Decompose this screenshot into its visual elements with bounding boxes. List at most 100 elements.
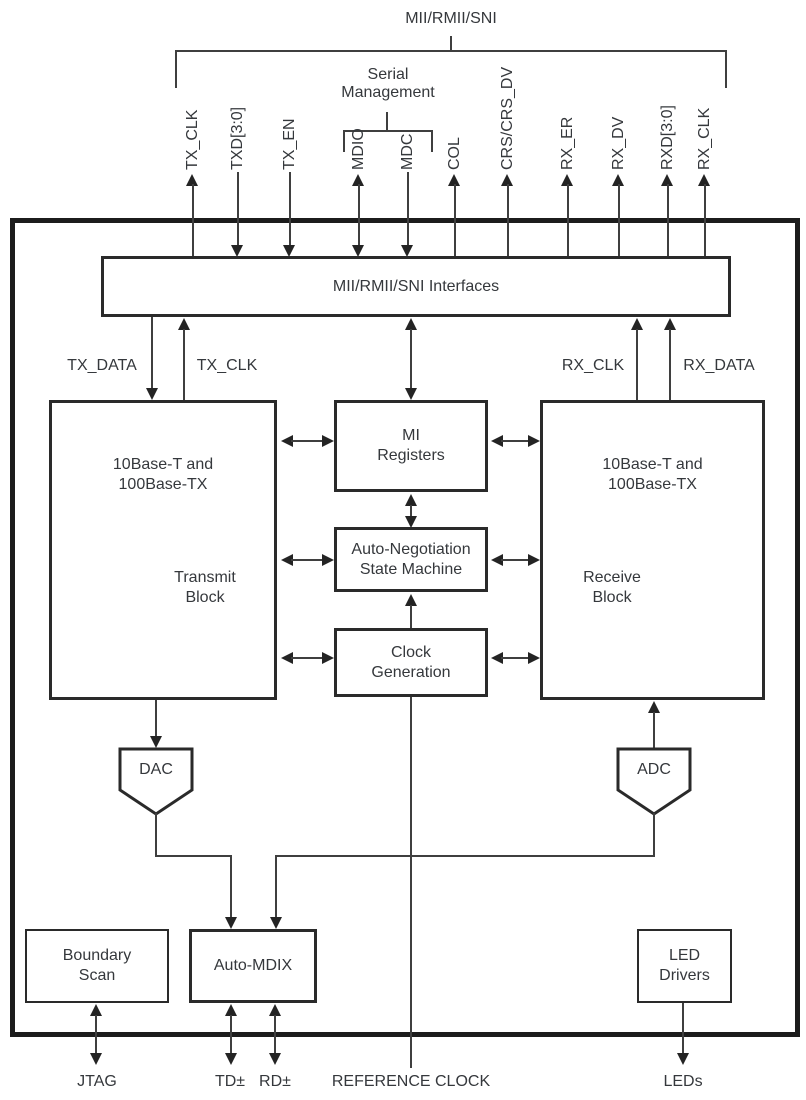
crs-pin-line (507, 184, 509, 256)
dac-shape (118, 747, 194, 816)
mi-rx-line (501, 440, 529, 442)
serial-bracket-left-drop (343, 130, 345, 152)
led-drivers-box: LED Drivers (637, 929, 732, 1003)
clockgen-autoneg-arrow-up-icon (405, 594, 417, 606)
tx-clockgen-arrow-right-icon (322, 652, 334, 664)
auto-mdix-label: Auto-MDIX (213, 957, 293, 974)
rx-data-bus-arrow-up-icon (664, 318, 676, 330)
serial-management-line1: Serial (367, 66, 409, 83)
adc-receive-line (653, 712, 655, 748)
clock-gen-box: Clock Generation (334, 628, 488, 697)
mdc-arrow-down-icon (401, 245, 413, 257)
transmit-block: 10Base-T and 100Base-TX Transmit Block (49, 400, 277, 700)
receive-standards-line2: 100Base-TX (608, 476, 697, 493)
receive-name-line1: Receive (583, 569, 641, 586)
jtag-arrow-up-icon (90, 1004, 102, 1016)
td-arrow-down-icon (225, 1053, 237, 1065)
mi-autoneg-arrow-down-icon (405, 516, 417, 528)
clockgen-rx-arrow-right-icon (528, 652, 540, 664)
receive-block: 10Base-T and 100Base-TX Receive Block (540, 400, 765, 700)
jtag-port-label: JTAG (77, 1073, 117, 1090)
transmit-standards-line1: 10Base-T and (112, 456, 214, 473)
adc-out-vline2 (275, 855, 277, 917)
mi-interfaces-arrow-down-icon (405, 388, 417, 400)
autoneg-rx-arrow-left-icon (491, 554, 503, 566)
transmit-name-line1: Transmit (174, 569, 236, 586)
tx-clk-pin-line (192, 184, 194, 256)
receive-block-name: Receive Block (552, 568, 672, 608)
serial-management-label: Serial Management (308, 66, 468, 102)
tx-en-pin-line (289, 172, 291, 246)
txd-arrow-down-icon (231, 245, 243, 257)
tx-clk-bus-label: TX_CLK (196, 357, 258, 374)
rxd-arrow-up-icon (661, 174, 673, 186)
clockgen-rx-arrow-left-icon (491, 652, 503, 664)
mii-bracket (175, 50, 727, 52)
receive-name-line2: Block (592, 589, 632, 606)
tx-clockgen-arrow-left-icon (281, 652, 293, 664)
rxd-pin-label: RXD[3:0] (659, 105, 676, 170)
mdc-pin-line (407, 172, 409, 246)
rxd-pin-line (667, 184, 669, 256)
jtag-line (95, 1015, 97, 1054)
clockgen-autoneg-line (410, 605, 412, 628)
serial-management-line2: Management (341, 84, 435, 101)
interfaces-box-label: MII/RMII/SNI Interfaces (332, 277, 500, 295)
reference-clock-line (410, 697, 412, 1068)
transmit-block-name: Transmit Block (145, 568, 265, 608)
adc-out-vline1 (653, 813, 655, 856)
auto-mdix-box: Auto-MDIX (189, 929, 317, 1003)
diagram-title: MII/RMII/SNI (405, 10, 497, 27)
tx-en-arrow-down-icon (283, 245, 295, 257)
tx-mi-arrow-right-icon (322, 435, 334, 447)
adc-receive-arrow-up-icon (648, 701, 660, 713)
boundary-scan-line1: Boundary (62, 947, 132, 964)
clock-gen-line1: Clock (390, 643, 431, 661)
transmit-name-line2: Block (185, 589, 225, 606)
tx-en-pin-label: TX_EN (281, 118, 298, 170)
dac-out-hline (155, 855, 232, 857)
mi-registers-box: MI Registers (334, 400, 488, 492)
transmit-dac-line (155, 700, 157, 736)
col-pin-label: COL (446, 137, 463, 170)
jtag-arrow-down-icon (90, 1053, 102, 1065)
adc-out-hline (275, 855, 655, 857)
serial-management-tick (386, 112, 388, 130)
rx-clk-bus-label: RX_CLK (561, 357, 625, 374)
mi-interfaces-line (410, 329, 412, 389)
tx-autoneg-line (291, 559, 325, 561)
mdc-pin-label: MDC (399, 133, 416, 170)
rx-dv-pin-label: RX_DV (610, 116, 627, 170)
mi-registers-line1: MI (402, 427, 420, 444)
tx-data-arrow-down-icon (146, 388, 158, 400)
transmit-standards-line2: 100Base-TX (118, 476, 208, 493)
receive-block-standards: 10Base-T and 100Base-TX (543, 455, 762, 495)
mi-rx-arrow-right-icon (528, 435, 540, 447)
rd-arrow-down-icon (269, 1053, 281, 1065)
leds-arrow-down-icon (677, 1053, 689, 1065)
mi-registers-line2: Registers (377, 447, 445, 464)
clockgen-rx-line (501, 657, 529, 659)
interfaces-box: MII/RMII/SNI Interfaces (101, 256, 731, 317)
mdio-pin-line (358, 184, 360, 246)
transmit-block-standards: 10Base-T and 100Base-TX (52, 455, 274, 495)
tx-clk-arrow-up-icon (186, 174, 198, 186)
adc-shape (616, 747, 692, 816)
receive-standards-line1: 10Base-T and (602, 456, 703, 473)
clock-gen-line2: Generation (371, 663, 451, 681)
dac-out-vline1 (155, 813, 157, 856)
crs-arrow-up-icon (501, 174, 513, 186)
mdio-arrow-up-icon (352, 174, 364, 186)
adc-label: ADC (637, 761, 671, 778)
mdio-arrow-down-icon (352, 245, 364, 257)
tx-mi-arrow-left-icon (281, 435, 293, 447)
rd-line (274, 1015, 276, 1054)
title-tick (450, 36, 452, 50)
rd-arrow-up-icon (269, 1004, 281, 1016)
txd-pin-label: TXD[3:0] (229, 106, 246, 170)
rx-clk-pin-line (704, 184, 706, 256)
rx-dv-pin-line (618, 184, 620, 256)
autoneg-box: Auto-Negotiation State Machine (334, 527, 488, 592)
tx-clk-bus-arrow-up-icon (178, 318, 190, 330)
rx-er-pin-label: RX_ER (559, 116, 576, 170)
